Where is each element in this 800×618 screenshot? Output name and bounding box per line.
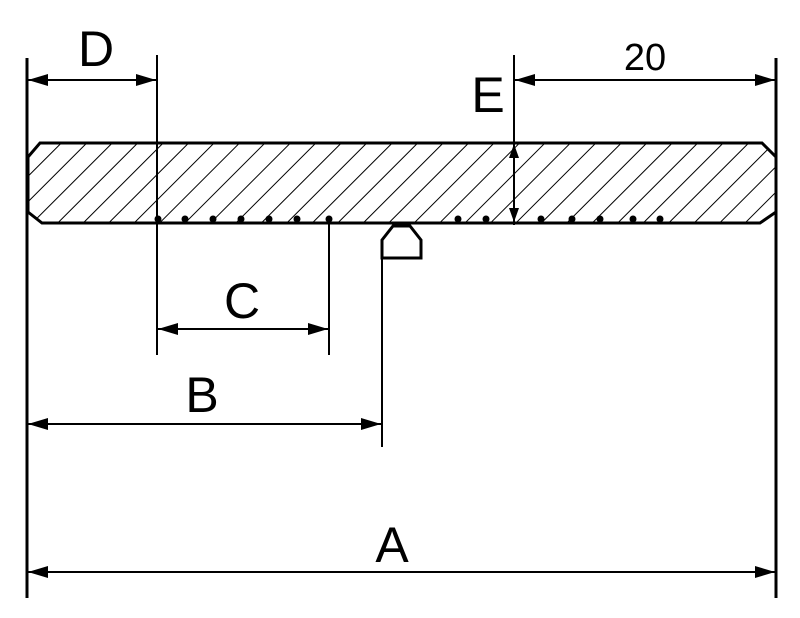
plate-section xyxy=(26,141,778,225)
bearing-dots xyxy=(154,215,664,223)
label-20: 20 xyxy=(624,37,666,79)
label-a: A xyxy=(375,517,409,573)
label-d: D xyxy=(78,21,114,77)
label-b: B xyxy=(185,367,218,423)
label-c: C xyxy=(224,273,260,329)
center-marker xyxy=(380,224,423,260)
label-e: E xyxy=(471,67,504,123)
